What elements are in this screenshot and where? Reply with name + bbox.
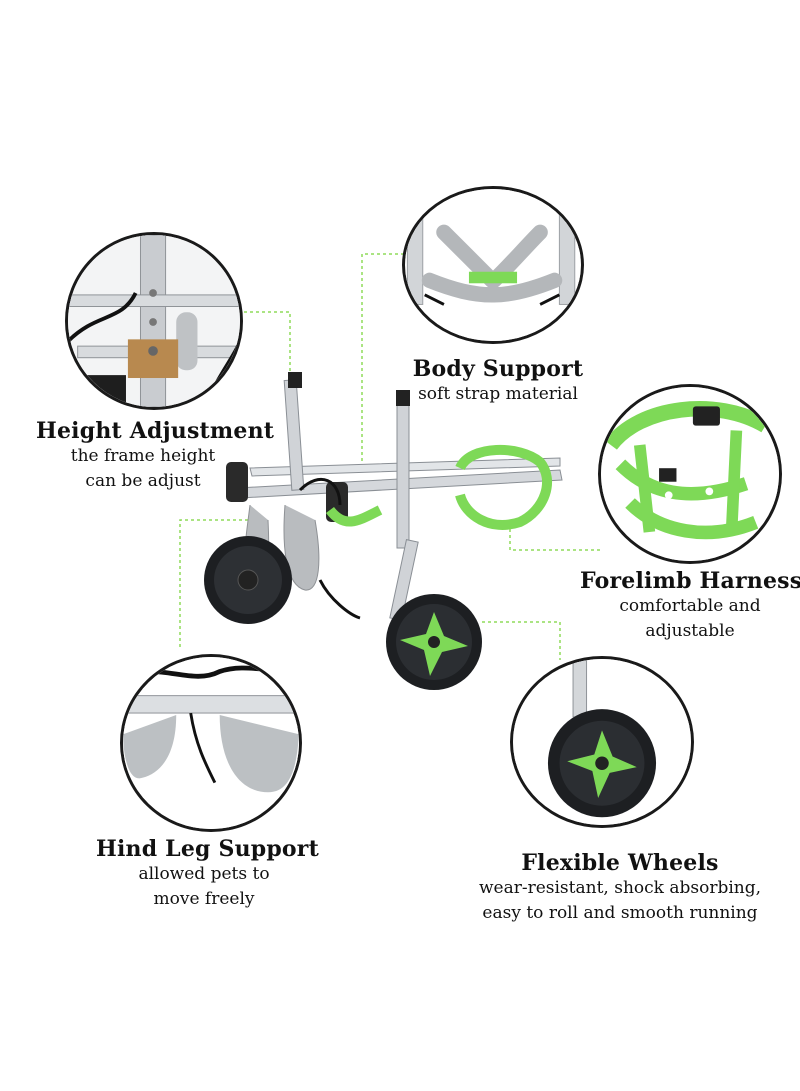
hind-leg-support-detail-image	[120, 654, 302, 832]
flexible-wheels-line-2: easy to roll and smooth running	[482, 903, 758, 923]
wheel-closeup	[513, 659, 691, 825]
rear-wheel	[204, 536, 292, 624]
hind-leg-closeup	[123, 657, 299, 829]
flexible-wheels-title: Flexible Wheels	[521, 850, 719, 876]
harness-closeup	[601, 387, 779, 561]
height-adjustment-title: Height Adjustment	[36, 418, 275, 444]
hind-leg-support-line-2: move freely	[153, 889, 255, 909]
forelimb-harness-title: Forelimb Harness	[580, 568, 800, 594]
connector-body	[361, 253, 404, 470]
hind-leg-support-title: Hind Leg Support	[96, 836, 319, 862]
forelimb-harness-line-1: comfortable and	[619, 596, 761, 616]
flexible-wheels-callout: Flexible Wheels wear-resistant, shock ab…	[470, 850, 770, 926]
hind-leg-support-line-1: allowed pets to	[138, 864, 270, 884]
hind-leg-support-callout: Hind Leg Support allowed pets to move fr…	[96, 836, 319, 912]
body-support-detail-image	[402, 186, 584, 344]
forelimb-harness-detail-image	[598, 384, 782, 564]
height-adjustment-line-1: the frame height	[70, 446, 216, 466]
front-wheel	[386, 594, 482, 690]
connector-wheel	[482, 621, 561, 660]
forelimb-harness-callout: Forelimb Harness comfortable and adjusta…	[580, 568, 800, 644]
connector-lines	[179, 253, 600, 660]
connector-harness	[509, 525, 600, 551]
height-adjustment-line-2: can be adjust	[85, 471, 201, 491]
connector-hind	[179, 519, 248, 648]
frame-bracket-closeup	[68, 235, 240, 407]
connector-height	[238, 311, 291, 392]
height-adjustment-detail-image	[65, 232, 243, 410]
body-support-callout: Body Support soft strap material	[400, 356, 596, 407]
flexible-wheels-line-1: wear-resistant, shock absorbing,	[478, 878, 762, 898]
body-support-line-1: soft strap material	[418, 384, 578, 404]
height-adjustment-callout: Height Adjustment the frame height can b…	[36, 418, 275, 494]
forelimb-harness-line-2: adjustable	[645, 621, 735, 641]
flexible-wheels-detail-image	[510, 656, 694, 828]
body-support-title: Body Support	[412, 356, 584, 382]
body-strap-closeup	[405, 189, 581, 341]
